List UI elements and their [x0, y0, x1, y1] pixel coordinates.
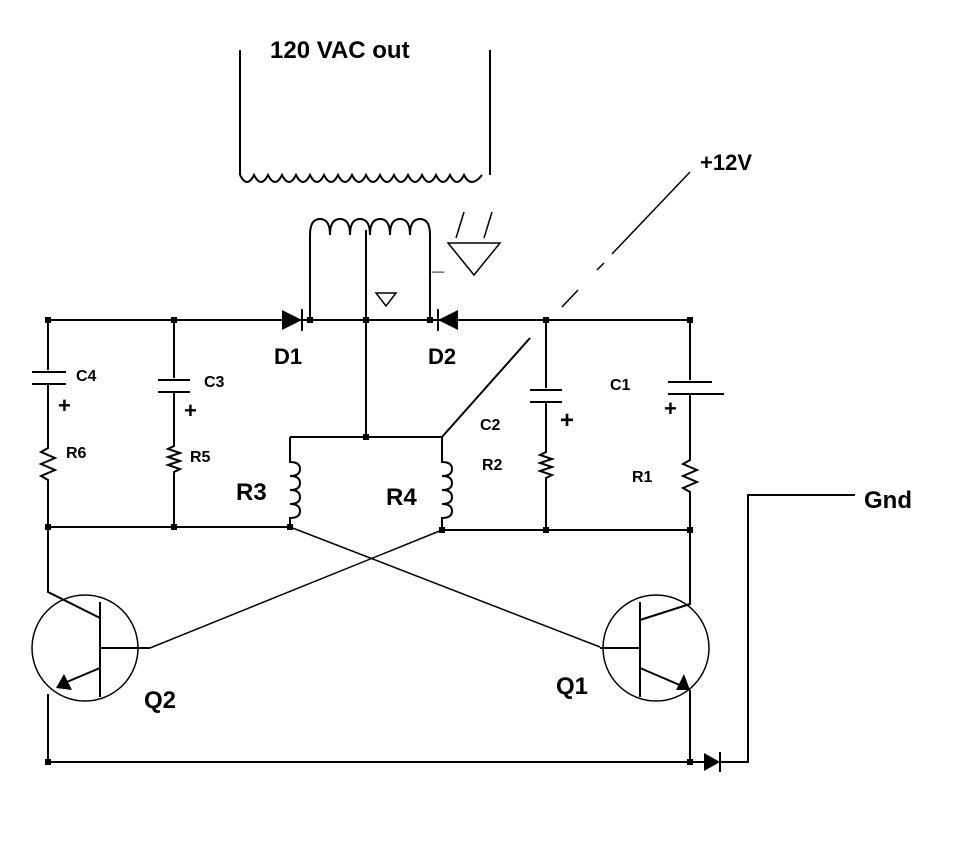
transistor-q1	[600, 530, 710, 762]
junction-dots	[45, 317, 693, 765]
q2-label: Q2	[144, 687, 176, 714]
r6-label: R6	[66, 445, 87, 462]
output-label: 120 VAC out	[270, 37, 410, 64]
c2-plus: +	[560, 407, 574, 434]
r2-label: R2	[482, 457, 503, 474]
ground-label: Gnd	[864, 487, 912, 514]
c1-plus: +	[664, 396, 677, 421]
resistor-r5	[164, 392, 184, 527]
diode-d1	[282, 309, 303, 331]
transistor-q2	[31, 527, 150, 762]
d2-label: D2	[428, 344, 456, 369]
q1-label: Q1	[556, 673, 588, 700]
ground-lead	[720, 494, 855, 763]
c3-plus: +	[184, 398, 197, 423]
c2-label: C2	[480, 417, 501, 434]
cross-wire-r3-to-q1	[289, 526, 601, 648]
r3-label: R3	[236, 479, 267, 506]
capacitor-c1	[668, 381, 724, 395]
c3-label: C3	[204, 374, 225, 391]
r4-label: R4	[386, 484, 417, 511]
resistor-r2	[536, 402, 556, 530]
d1-label: D1	[274, 344, 302, 369]
resistor-r3	[289, 437, 302, 527]
c1-label: C1	[610, 377, 631, 394]
minus-sign: _	[431, 250, 445, 275]
transformer-secondary	[239, 50, 491, 183]
r1-label: R1	[632, 469, 653, 486]
supply-label: +12V	[700, 150, 752, 175]
c4-label: C4	[76, 368, 97, 385]
cross-wire-r4-to-q2	[149, 529, 443, 649]
r5-label: R5	[190, 449, 211, 466]
transformer-primary	[309, 217, 431, 440]
capacitor-c2	[530, 389, 562, 403]
transformer-ground-symbol	[446, 211, 502, 277]
capacitor-c4	[32, 371, 66, 385]
ground-diode	[704, 752, 721, 772]
resistor-r1	[680, 394, 700, 530]
capacitor-c3	[158, 379, 190, 393]
resistor-r4	[441, 437, 454, 530]
resistor-r6	[38, 384, 58, 527]
diode-d2	[437, 309, 458, 331]
c4-plus: +	[58, 393, 71, 418]
tap-ground-symbol	[374, 292, 398, 308]
supply-lead	[561, 171, 691, 308]
center-to-supply-lead	[441, 337, 531, 438]
